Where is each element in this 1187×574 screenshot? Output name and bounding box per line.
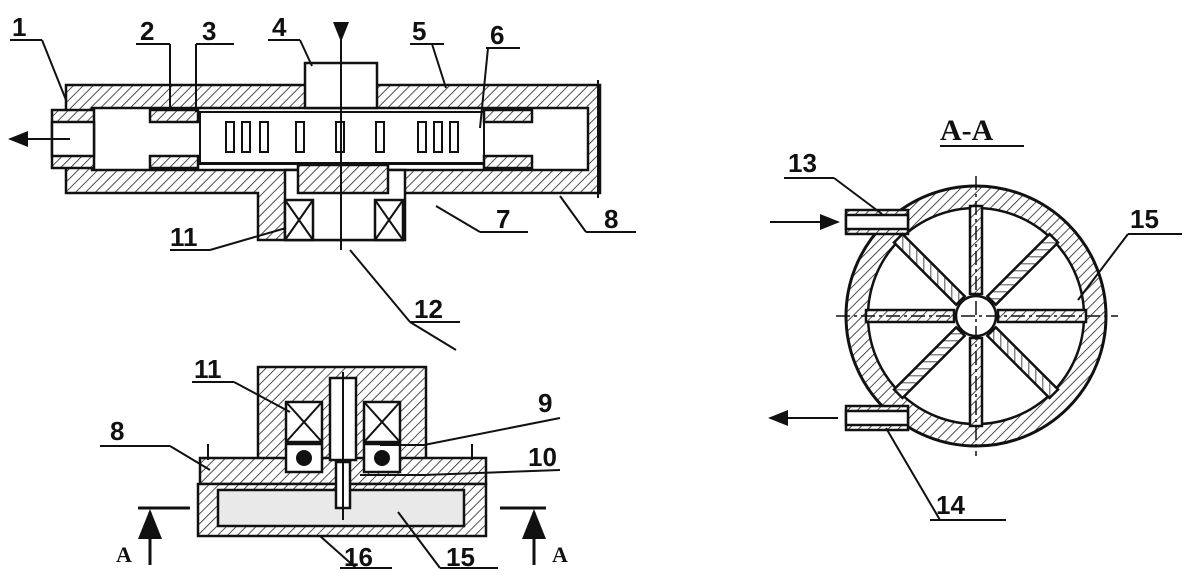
section-title: A-A bbox=[940, 114, 994, 147]
label-8-bottom: 8 bbox=[110, 416, 124, 446]
label-5: 5 bbox=[412, 16, 426, 46]
section-leaders bbox=[784, 177, 1182, 521]
rotor-slots bbox=[225, 121, 459, 153]
label-10: 10 bbox=[528, 442, 557, 472]
label-16: 16 bbox=[344, 542, 373, 572]
section-a-a-view bbox=[768, 176, 1118, 456]
label-4: 4 bbox=[272, 12, 287, 42]
label-2: 2 bbox=[140, 16, 154, 46]
label-3: 3 bbox=[202, 16, 216, 46]
cut-letter-right: A bbox=[552, 542, 568, 567]
cut-marker-left bbox=[138, 506, 190, 565]
label-12: 12 bbox=[414, 294, 443, 324]
label-6: 6 bbox=[490, 20, 504, 50]
label-9: 9 bbox=[538, 388, 552, 418]
impeller-vanes bbox=[864, 204, 1088, 428]
bottom-leaders bbox=[100, 381, 561, 569]
label-11-top: 11 bbox=[170, 222, 198, 252]
top-leaders bbox=[10, 39, 636, 351]
bottom-assembly-section bbox=[196, 365, 488, 538]
label-15-right: 15 bbox=[1130, 204, 1159, 234]
label-8-top: 8 bbox=[604, 204, 618, 234]
top-housing-section bbox=[8, 22, 602, 250]
label-13: 13 bbox=[788, 148, 817, 178]
label-7: 7 bbox=[496, 204, 510, 234]
label-14: 14 bbox=[936, 490, 965, 520]
cut-marker-right bbox=[500, 506, 546, 565]
label-1: 1 bbox=[12, 12, 26, 42]
label-11-bottom: 11 bbox=[194, 354, 222, 384]
cut-letter-left: A bbox=[116, 542, 132, 567]
label-15-bottom: 15 bbox=[446, 542, 475, 572]
